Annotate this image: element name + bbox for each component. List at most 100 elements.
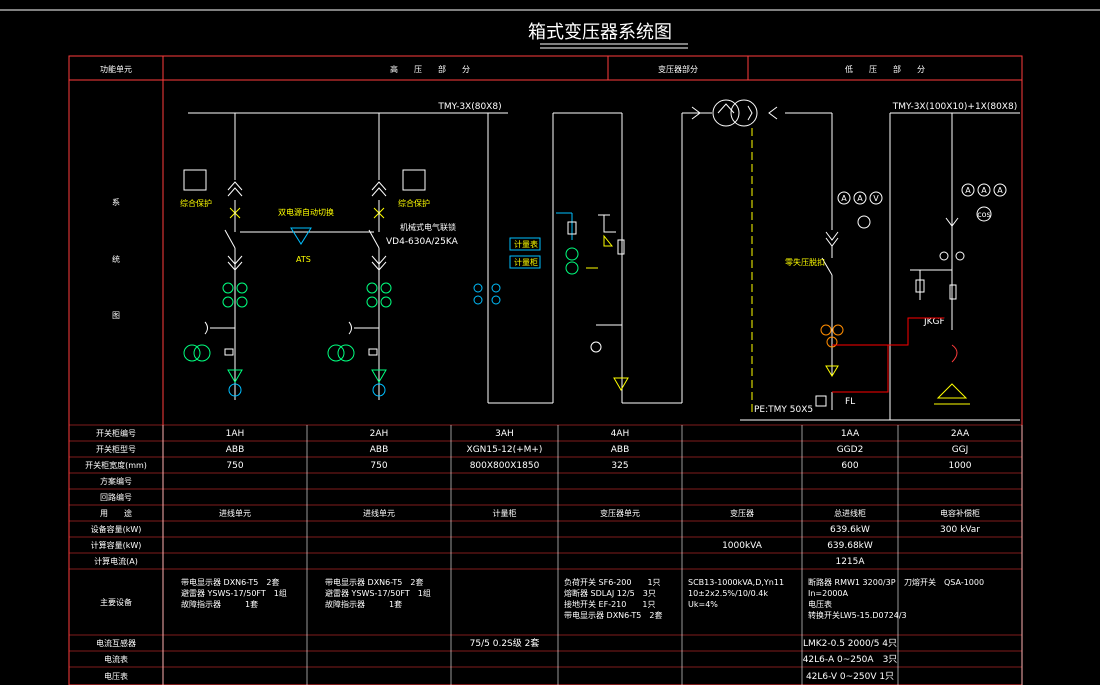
cell-usage-1: 进线单元 <box>363 508 395 518</box>
diagram-row-label-1: 系 <box>112 197 120 207</box>
header-hv: 高 压 部 分 <box>390 64 470 74</box>
row-label-3: 方案编号 <box>100 476 132 486</box>
main-equip-c2-1: 避雷器 YSWS-17/50FT 1组 <box>325 588 431 598</box>
cell-usage-0: 进线单元 <box>219 508 251 518</box>
cell-cabinet_no-6: 2AA <box>951 429 970 439</box>
meter-box-1-label: 计量表 <box>514 239 538 249</box>
cell-cabinet_width-6: 1000 <box>949 461 972 471</box>
cell-voltmeter-5: 42L6-V 0~250V 1只 <box>806 672 894 682</box>
cell-cabinet_no-5: 1AA <box>841 429 860 439</box>
row-label-9: 主要设备 <box>100 597 132 607</box>
cell-calc_capacity-4: 1000kVA <box>722 541 763 551</box>
cell-usage-2: 计量柜 <box>493 508 517 518</box>
breaker-name-label: 机械式电气联锁 <box>400 222 456 232</box>
feeder-2-equipment: 综合保护 <box>327 169 430 400</box>
hv-lines <box>188 112 1020 421</box>
main-equip-c4-2: 接地开关 EF-210 1只 <box>564 599 655 609</box>
cell-cabinet_width-2: 800X800X1850 <box>470 461 540 471</box>
cap-meter-1: A <box>965 186 971 195</box>
cell-cabinet_no-2: 3AH <box>495 429 514 439</box>
cap-meter-2: A <box>981 186 987 195</box>
row-label-2: 开关柜宽度(mm) <box>85 460 147 470</box>
cell-ct-5: LMK2-0.5 2000/5 4只 <box>803 639 897 649</box>
cell-equipment_capacity-5: 639.6kW <box>830 525 870 535</box>
cos-meter: cos <box>977 210 990 219</box>
cell-ammeter-5: 42L6-A 0~250A 3只 <box>803 655 898 665</box>
cell-cabinet_type-2: XGN15-12(+M+) <box>467 445 543 455</box>
breaker-spec-label: VD4-630A/25KA <box>386 237 459 247</box>
hv-busbar-label: TMY-3X(80X8) <box>437 102 501 112</box>
feeder-1-equipment: 综合保护 <box>180 169 248 400</box>
cell-cabinet_no-3: 4AH <box>611 429 630 439</box>
transformer-symbol <box>691 99 778 415</box>
main-equip-c5-0: SCB13-1000kVA,D,Yn11 <box>688 578 784 587</box>
cell-cabinet_type-5: GGD2 <box>837 445 864 455</box>
cell-usage-6: 电容补偿柜 <box>940 508 980 518</box>
row-label-6: 设备容量(kW) <box>91 524 142 534</box>
row-label-7: 计算容量(kW) <box>91 540 142 550</box>
cell-usage-4: 变压器 <box>730 508 754 518</box>
cell-cabinet_no-1: 2AH <box>370 429 389 439</box>
main-equip-c4-3: 带电显示器 DXN6-T5 2套 <box>564 610 662 620</box>
cell-equipment_capacity-6: 300 kVar <box>940 525 980 535</box>
main-equip-c6-0: 断路器 RMW1 3200/3P <box>808 577 896 587</box>
cell-cabinet_no-0: 1AH <box>226 429 245 439</box>
lv-meter-1: A <box>841 194 847 203</box>
ats-symbol: 双电源自动切换 ATS <box>240 207 374 264</box>
cell-cabinet_width-5: 600 <box>841 461 858 471</box>
cell-usage-3: 变压器单元 <box>600 508 640 518</box>
main-equip-c2-0: 带电显示器 DXN6-T5 2套 <box>325 577 423 587</box>
row-label-1: 开关柜型号 <box>96 444 136 454</box>
control-wiring <box>832 317 944 393</box>
lv-busbar-label: TMY-3X(100X10)+1X(80X8) <box>892 102 1017 112</box>
cell-ct-2: 75/5 0.2S级 2套 <box>470 637 540 649</box>
diagram-row-label-3: 图 <box>112 311 120 320</box>
row-label-10: 电流互感器 <box>96 638 136 648</box>
cell-calc_capacity-5: 639.68kW <box>827 541 873 551</box>
header-lv: 低 压 部 分 <box>845 64 925 74</box>
lv-main-section: A A V 零失压脱扣 FL PE:TMY 50X5 <box>754 191 883 415</box>
main-equip-c1-0: 带电显示器 DXN6-T5 2套 <box>181 577 279 587</box>
cell-cabinet_width-1: 750 <box>370 461 387 471</box>
cell-cabinet_type-1: ABB <box>370 445 389 455</box>
main-equip-c4-0: 负荷开关 SF6-200 1只 <box>564 577 661 587</box>
main-equip-c7-0: 刀熔开关 QSA-1000 <box>904 577 984 587</box>
feeder-1-protection-label: 综合保护 <box>180 198 212 208</box>
pe-label: PE:TMY 50X5 <box>754 405 813 415</box>
capacitor-branch: A A A cos JKGF <box>910 183 1007 405</box>
row-label-8: 计算电流(A) <box>94 556 138 566</box>
main-equip-c6-2: 电压表 <box>808 599 832 609</box>
cell-cabinet_width-3: 325 <box>611 461 628 471</box>
main-breaker-label: 零失压脱扣 <box>785 257 825 267</box>
cell-cabinet_type-3: ABB <box>611 445 630 455</box>
ats-label: ATS <box>296 255 311 264</box>
row-label-4: 回路编号 <box>100 492 132 502</box>
cell-usage-5: 总进线柜 <box>834 508 866 518</box>
main-equip-c6-1: In=2000A <box>808 589 848 598</box>
main-equip-c5-2: Uk=4% <box>688 600 718 609</box>
cell-cabinet_type-0: ABB <box>226 445 245 455</box>
drawing-title: 箱式变压器系统图 <box>528 22 672 43</box>
row-label-5: 用 途 <box>100 508 132 518</box>
table-grid <box>69 424 1023 685</box>
header-transformer: 变压器部分 <box>658 64 698 74</box>
cap-meter-3: A <box>997 186 1003 195</box>
main-equip-c1-2: 故障指示器 1套 <box>181 599 258 609</box>
row-label-12: 电压表 <box>104 671 128 681</box>
cell-cabinet_width-0: 750 <box>226 461 243 471</box>
dual-power-label: 双电源自动切换 <box>278 207 334 217</box>
main-equip-c1-1: 避雷器 YSWS-17/50FT 1组 <box>181 588 287 598</box>
meter-box-2-label: 计量柜 <box>514 257 538 267</box>
jkg-label: JKGF <box>923 317 945 327</box>
metering-section: 计量表 计量柜 <box>473 212 629 391</box>
main-equip-c2-2: 故障指示器 1套 <box>325 599 402 609</box>
row-label-11: 电流表 <box>104 654 128 664</box>
lv-meter-2: A <box>857 194 863 203</box>
fl-label: FL <box>845 397 855 407</box>
main-equip-c5-1: 10±2x2.5%/10/0.4k <box>688 589 768 598</box>
cell-calc_current-5: 1215A <box>835 557 865 567</box>
feeder-2-protection-label: 综合保护 <box>398 198 430 208</box>
header-function-unit: 功能单元 <box>100 64 132 74</box>
